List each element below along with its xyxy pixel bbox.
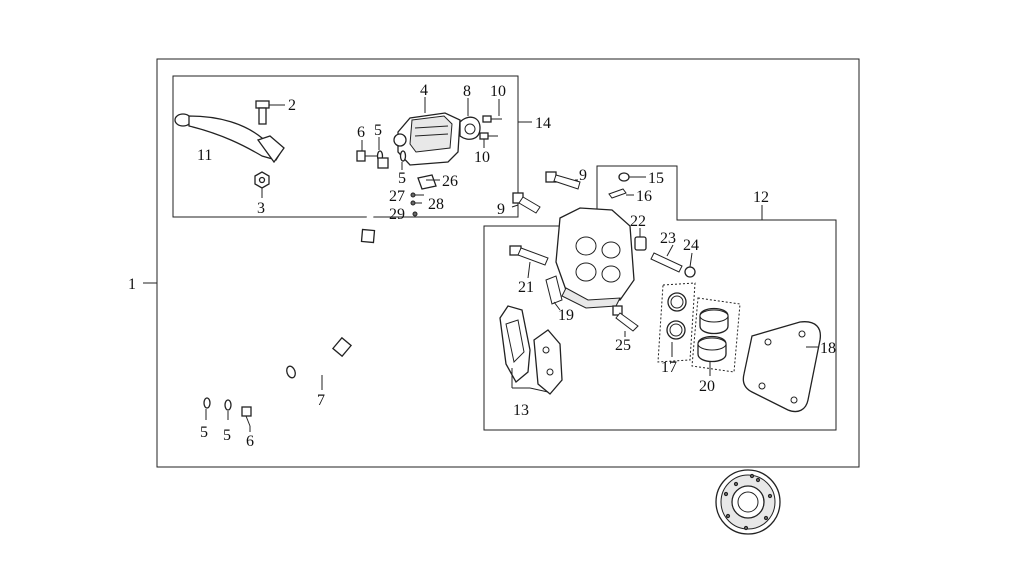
handlebar-clamp (459, 116, 481, 140)
brake-hose (225, 157, 389, 403)
callout-26: 26 (442, 173, 458, 190)
brake-disc (715, 469, 781, 535)
callout-28: 28 (428, 196, 444, 213)
clamp-screw-lower (479, 132, 498, 140)
caliper-pin (650, 252, 683, 273)
callout-23: 23 (660, 230, 676, 247)
callout-6-upper: 6 (357, 124, 365, 141)
callout-numbers: 1 2 3 4 8 10 10 14 11 6 5 5 26 27 28 29 … (128, 82, 836, 450)
brake-switch (417, 174, 437, 190)
callout-16: 16 (636, 188, 652, 205)
caliper-bolt-lower (512, 192, 541, 214)
o-ring (684, 266, 696, 278)
callout-14: 14 (535, 115, 551, 132)
banjo-bolt-lower (241, 406, 252, 427)
pivot-bolt (255, 100, 270, 125)
callout-27: 27 (389, 188, 405, 205)
slide-pin-upper (509, 245, 549, 266)
callout-4: 4 (420, 82, 428, 99)
master-cylinder-subframe (172, 75, 519, 218)
caliper-subframe (483, 165, 837, 431)
switch-spring (410, 200, 422, 206)
callout-5-upper-b: 5 (398, 170, 406, 187)
washer-upper-b (399, 150, 407, 162)
leader-lines (143, 97, 818, 432)
brake-lever (174, 113, 285, 164)
switch-pin (412, 211, 418, 217)
callout-5-lower-a: 5 (200, 424, 208, 441)
callout-15: 15 (648, 170, 664, 187)
caliper-body (555, 207, 635, 309)
clamp-screw-upper (482, 115, 502, 123)
brake-pads (499, 305, 563, 395)
callout-19: 19 (558, 307, 574, 324)
callout-1: 1 (128, 276, 136, 293)
bleeder-cap (618, 172, 636, 182)
callout-12: 12 (753, 189, 769, 206)
callout-11: 11 (197, 147, 212, 164)
callout-13: 13 (513, 402, 529, 419)
caliper-bracket (742, 321, 822, 413)
pivot-nut (254, 171, 270, 189)
callout-5-upper-a: 5 (374, 122, 382, 139)
callout-24: 24 (683, 237, 699, 254)
bleeder-screw (608, 188, 627, 199)
callout-9-lower: 9 (497, 201, 505, 218)
caliper-pistons (691, 297, 741, 373)
callout-7: 7 (317, 392, 325, 409)
slide-pin-lower (612, 305, 639, 332)
assembly-outer-frame (156, 58, 860, 468)
callout-2: 2 (288, 97, 296, 114)
callout-10-lower: 10 (474, 149, 490, 166)
callout-18: 18 (820, 340, 836, 357)
callout-5-lower-b: 5 (223, 427, 231, 444)
callout-8: 8 (463, 83, 471, 100)
callout-9-upper: 9 (579, 167, 587, 184)
callout-6-lower: 6 (246, 433, 254, 450)
callout-22: 22 (630, 213, 646, 230)
washer-lower-a (203, 397, 211, 409)
callout-3: 3 (257, 200, 265, 217)
callout-25: 25 (615, 337, 631, 354)
piston-seal-kit (657, 282, 696, 363)
callout-17: 17 (661, 359, 677, 376)
callout-21: 21 (518, 279, 534, 296)
master-cylinder (393, 112, 461, 166)
callout-10-upper: 10 (490, 83, 506, 100)
switch-screw (410, 192, 424, 198)
callout-29: 29 (389, 206, 405, 223)
washer-lower-b (224, 399, 232, 411)
caliper-bolt-upper (545, 171, 581, 190)
pad-spring (545, 275, 563, 305)
callout-20: 20 (699, 378, 715, 395)
pin-boot (634, 236, 647, 251)
